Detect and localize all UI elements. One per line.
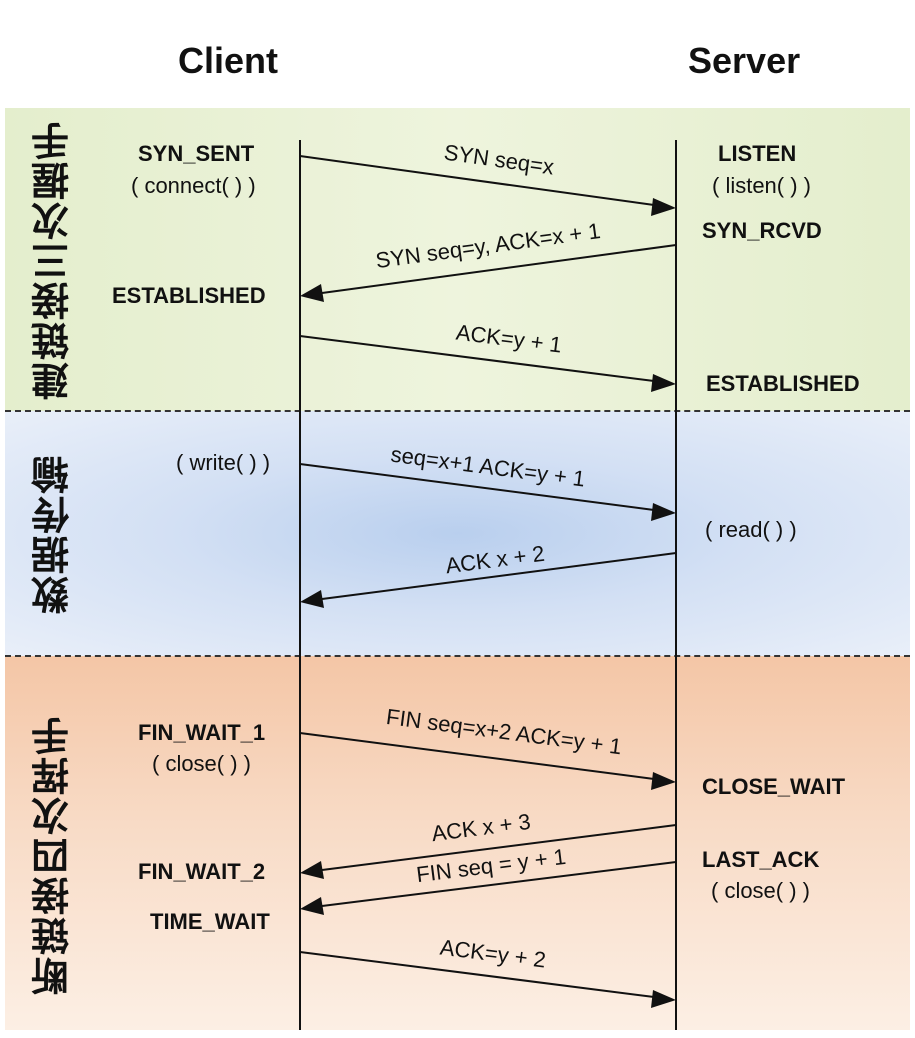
phase-divider [5, 655, 910, 657]
server-state-listen: LISTEN [718, 141, 797, 166]
message-syn: SYN seq=x [299, 140, 676, 216]
server-state-syn-rcvd: SYN_RCVD [702, 218, 822, 243]
arrowhead-icon [651, 990, 676, 1008]
client-call-write: ( write( ) ) [176, 450, 271, 475]
arrowhead-icon [300, 590, 324, 608]
client-state-fin-wait-1: FIN_WAIT_1 [138, 720, 266, 745]
server-state-close-wait: CLOSE_WAIT [702, 774, 846, 799]
message-label: SYN seq=y, ACK=x + 1 [374, 218, 602, 273]
client-call-close: ( close( ) ) [152, 751, 251, 776]
message-data-ack: ACK x + 2 [300, 541, 677, 608]
server-call-close: ( close( ) ) [711, 878, 810, 903]
phase-divider [5, 410, 910, 412]
message-fin-2: FIN seq = y + 1 [300, 844, 677, 915]
server-state-established: ESTABLISHED [706, 371, 860, 396]
client-header: Client [178, 40, 279, 81]
client-state-fin-wait-2: FIN_WAIT_2 [138, 859, 266, 884]
arrowhead-icon [651, 374, 676, 392]
server-call-read: ( read( ) ) [705, 517, 797, 542]
message-label: ACK=y + 1 [455, 319, 564, 357]
client-call-connect: ( connect( ) ) [131, 173, 256, 198]
message-ack: ACK=y + 1 [299, 319, 676, 392]
teardown-band [5, 656, 910, 1030]
client-state-established: ESTABLISHED [112, 283, 266, 308]
message-label: FIN seq=x+2 ACK=y + 1 [385, 704, 623, 759]
client-state-syn-sent: SYN_SENT [138, 141, 255, 166]
arrowhead-icon [300, 284, 324, 302]
message-label: ACK=y + 2 [439, 934, 548, 972]
arrowhead-icon [300, 861, 324, 879]
server-state-last-ack: LAST_ACK [702, 847, 820, 872]
message-fin-1: FIN seq=x+2 ACK=y + 1 [299, 704, 676, 790]
arrowhead-icon [651, 503, 676, 521]
message-label: ACK x + 3 [430, 809, 532, 846]
message-last-ack: ACK=y + 2 [299, 934, 676, 1008]
data-transfer-band [5, 411, 910, 656]
handshake-band [5, 108, 910, 411]
arrowhead-icon [651, 772, 676, 790]
message-label: SYN seq=x [443, 140, 556, 180]
server-header: Server [688, 40, 801, 81]
arrowhead-icon [651, 198, 676, 216]
message-syn-ack: SYN seq=y, ACK=x + 1 [300, 218, 677, 302]
client-state-time-wait: TIME_WAIT [150, 909, 270, 934]
arrowhead-icon [300, 897, 324, 915]
message-label: seq=x+1 ACK=y + 1 [389, 442, 586, 492]
message-data: seq=x+1 ACK=y + 1 [299, 442, 676, 521]
message-label: FIN seq = y + 1 [415, 844, 567, 887]
server-call-listen: ( listen( ) ) [712, 173, 811, 198]
